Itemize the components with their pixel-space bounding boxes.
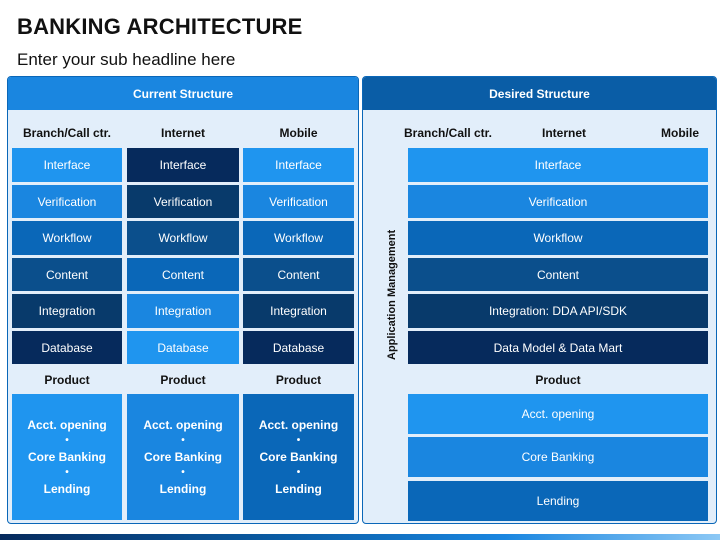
current-mobile-verification: Verification bbox=[243, 185, 354, 218]
current-internet-content: Content bbox=[127, 258, 239, 291]
bullet-separator: • bbox=[65, 467, 69, 478]
product-core-banking: Core Banking bbox=[259, 450, 338, 464]
current-product-label-branch: Product bbox=[44, 373, 90, 387]
product-lending: Lending bbox=[43, 482, 91, 496]
bullet-separator: • bbox=[181, 467, 185, 478]
desired-structure-header: Desired Structure bbox=[363, 77, 716, 110]
current-product-label-internet: Product bbox=[160, 373, 206, 387]
current-column-mobile: Mobile bbox=[279, 126, 318, 140]
current-internet-integration: Integration bbox=[127, 294, 239, 328]
bottom-accent-bar bbox=[0, 534, 720, 540]
current-branch-interface: Interface bbox=[12, 148, 122, 182]
product-lending: Lending bbox=[159, 482, 207, 496]
current-mobile-interface: Interface bbox=[243, 148, 354, 182]
desired-product-lending: Lending bbox=[408, 481, 708, 521]
current-internet-workflow: Workflow bbox=[127, 221, 239, 255]
current-mobile-content: Content bbox=[243, 258, 354, 291]
product-acct-opening: Acct. opening bbox=[27, 418, 107, 432]
desired-data-model: Data Model & Data Mart bbox=[408, 331, 708, 364]
current-branch-workflow: Workflow bbox=[12, 221, 122, 255]
page-subtitle: Enter your sub headline here bbox=[17, 50, 236, 69]
bullet-separator: • bbox=[65, 435, 69, 446]
desired-verification: Verification bbox=[408, 185, 708, 218]
desired-column-internet: Internet bbox=[541, 126, 586, 140]
desired-integration: Integration: DDA API/SDK bbox=[408, 294, 708, 328]
current-column-internet: Internet bbox=[160, 126, 205, 140]
desired-interface: Interface bbox=[408, 148, 708, 182]
current-mobile-workflow: Workflow bbox=[243, 221, 354, 255]
bullet-separator: • bbox=[296, 467, 301, 478]
bullet-separator: • bbox=[296, 435, 301, 446]
desired-product-acct-opening: Acct. opening bbox=[408, 394, 708, 434]
current-branch-integration: Integration bbox=[12, 294, 122, 328]
product-core-banking: Core Banking bbox=[143, 450, 222, 464]
product-acct-opening: Acct. opening bbox=[258, 418, 339, 432]
current-internet-interface: Interface bbox=[127, 148, 239, 182]
current-internet-database: Database bbox=[127, 331, 239, 364]
current-product-box-internet: Acct. opening • Core Banking • Lending bbox=[127, 394, 239, 520]
current-column-branch: Branch/Call ctr. bbox=[22, 126, 112, 140]
page-title: BANKING ARCHITECTURE bbox=[17, 14, 303, 39]
current-mobile-integration: Integration bbox=[243, 294, 354, 328]
desired-column-branch: Branch/Call ctr. bbox=[403, 126, 493, 140]
desired-product-core-banking: Core Banking bbox=[408, 437, 708, 477]
current-mobile-database: Database bbox=[243, 331, 354, 364]
bullet-separator: • bbox=[181, 435, 185, 446]
current-branch-verification: Verification bbox=[12, 185, 122, 218]
product-acct-opening: Acct. opening bbox=[143, 418, 223, 432]
desired-workflow: Workflow bbox=[408, 221, 708, 255]
current-product-box-mobile: Acct. opening • Core Banking • Lending bbox=[243, 394, 354, 520]
product-core-banking: Core Banking bbox=[27, 450, 106, 464]
current-internet-verification: Verification bbox=[127, 185, 239, 218]
desired-content: Content bbox=[408, 258, 708, 291]
current-product-box-branch: Acct. opening • Core Banking • Lending bbox=[12, 394, 122, 520]
current-product-label-mobile: Product bbox=[275, 373, 322, 387]
current-branch-database: Database bbox=[12, 331, 122, 364]
desired-column-mobile: Mobile bbox=[661, 126, 699, 140]
current-branch-content: Content bbox=[12, 258, 122, 291]
product-lending: Lending bbox=[275, 482, 322, 496]
current-structure-header: Current Structure bbox=[8, 77, 358, 110]
desired-product-label: Product bbox=[535, 373, 581, 387]
application-management-label: Application Management bbox=[386, 229, 398, 360]
